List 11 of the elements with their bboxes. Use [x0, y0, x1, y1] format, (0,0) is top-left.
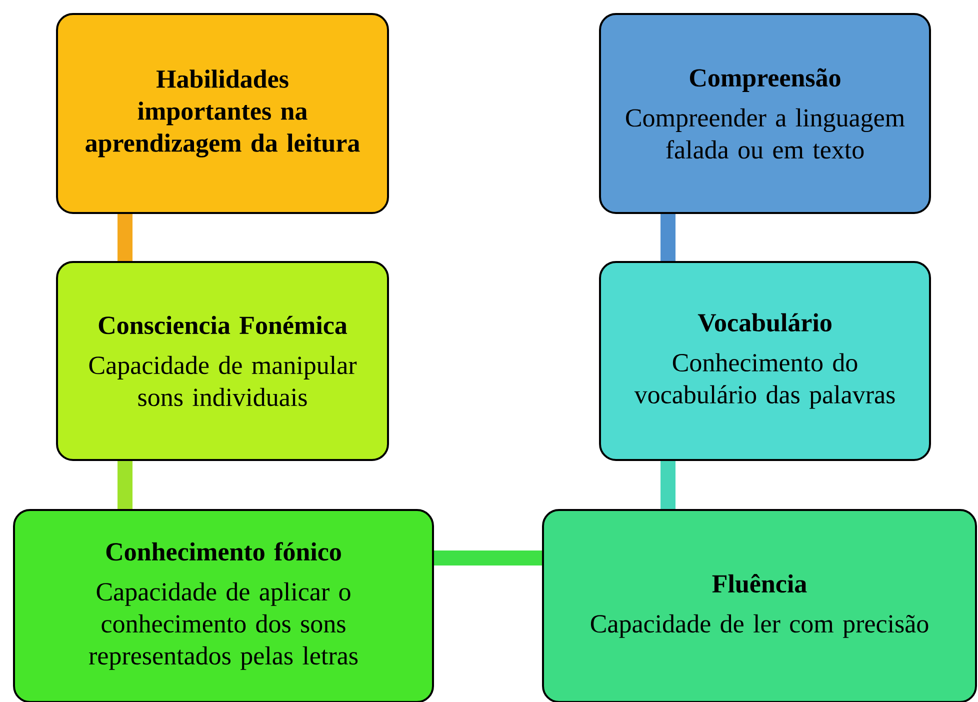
- text-box: Habilidades importantes na aprendizagem da leitura: [56, 13, 389, 214]
- connector-bar: [660, 214, 676, 261]
- connector-bar: [660, 461, 676, 509]
- text-box: Fluência Capacidade de ler com precisão: [542, 509, 977, 702]
- connector-bar: [118, 214, 132, 261]
- connector-bar: [118, 461, 132, 509]
- text-box: Conhecimento fónico Capacidade de aplicar o conhecimento dos sons representados pelas letras: [13, 509, 434, 702]
- text-box: Vocabulário Conhecimento do vocabulário das palavras: [599, 261, 931, 461]
- text-box: Compreensão Compreender a linguagem falada ou em texto: [599, 13, 931, 214]
- text-box: Consciencia Fonémica Capacidade de manipular sons individuais: [56, 261, 389, 461]
- connector-bar: [434, 550, 542, 566]
